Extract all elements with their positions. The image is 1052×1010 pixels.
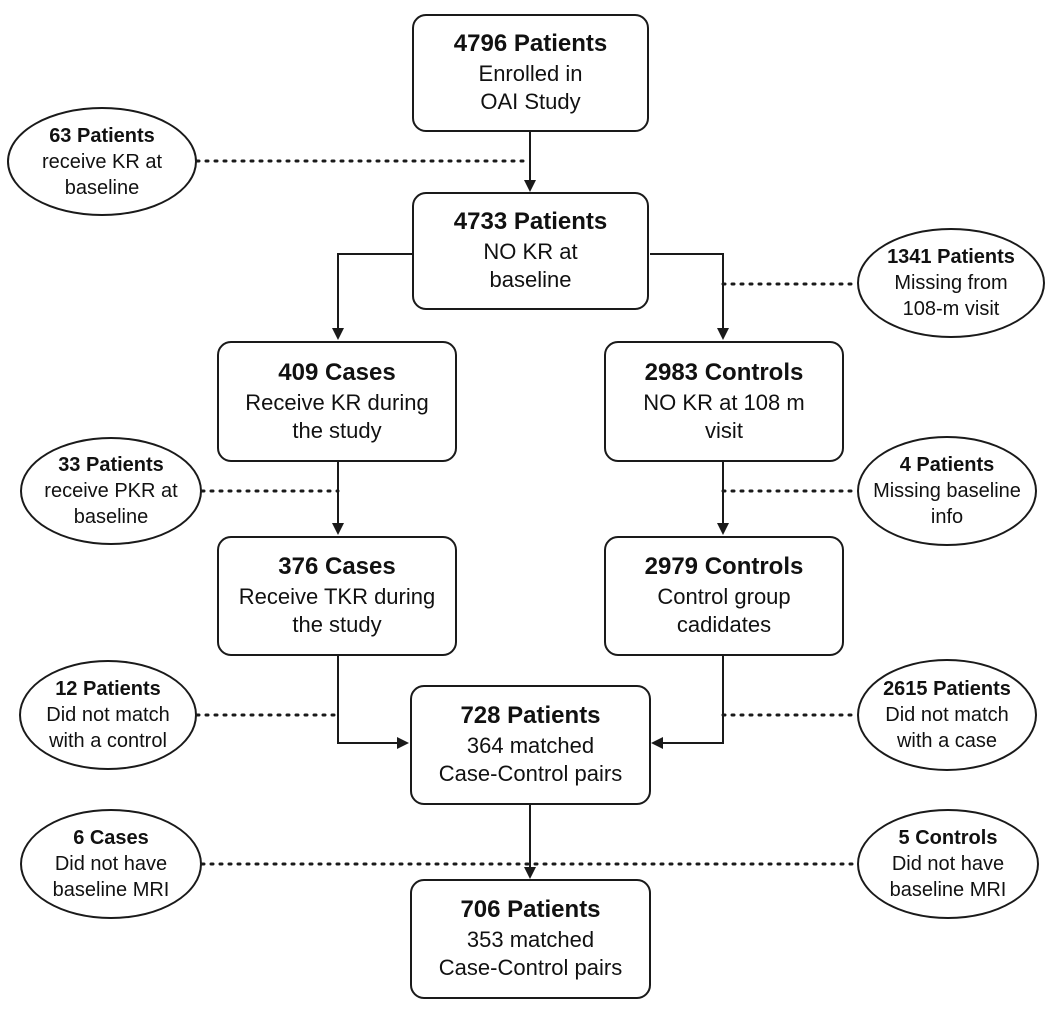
oval-63-line-1: receive KR at [41, 150, 163, 173]
oval-33-line-1: receive PKR at [44, 480, 178, 502]
oval-kr-baseline-63: 63 Patients receive KR at baseline [7, 107, 197, 216]
oval-6-line-1: Did not have [54, 853, 168, 875]
oval-12-line-1: Did not match [46, 704, 170, 726]
oval-pkr-baseline-33: 33 Patients receive PKR at baseline [20, 437, 202, 545]
oval-63-line-2: baseline [64, 176, 140, 199]
oval-1341-line-2: 108-m visit [902, 298, 1000, 320]
box-enrolled-title: 4796 Patients [453, 30, 608, 58]
box-enrolled-line-1: Enrolled in [478, 61, 583, 87]
box-no-kr-baseline: 4733 Patients NO KR at baseline [412, 192, 649, 310]
box-matched-706-title: 706 Patients [460, 896, 601, 924]
box-controls-2983: 2983 Controls NO KR at 108 m visit [604, 341, 844, 462]
box-enrolled: 4796 Patients Enrolled in OAI Study [412, 14, 649, 132]
oval-12-line-2: with a control [49, 730, 167, 752]
oval-2615-title: 2615 Patients [883, 678, 1011, 700]
oval-missing-info-4: 4 Patients Missing baseline info [857, 436, 1037, 546]
box-matched-728-title: 728 Patients [460, 702, 601, 730]
oval-12-title: 12 Patients [55, 678, 161, 700]
oval-5-title: 5 Controls [898, 827, 998, 849]
arrow-no-kr-to-controls-2983 [650, 253, 729, 340]
oval-2615-line-1: Did not match [885, 704, 1009, 726]
box-controls-2979-line-2: cadidates [676, 612, 772, 638]
box-controls-2983-line-2: visit [705, 417, 743, 443]
oval-33-line-2: baseline [73, 506, 149, 528]
arrow-no-kr-to-cases-409 [332, 253, 412, 340]
oval-1341-title: 1341 Patients [887, 246, 1015, 268]
oval-1341-line-1: Missing from [894, 272, 1008, 294]
oval-63-title: 63 Patients [49, 124, 155, 147]
box-enrolled-line-2: OAI Study [480, 89, 581, 115]
box-controls-2979-title: 2979 Controls [644, 553, 804, 581]
oval-33-title: 33 Patients [58, 454, 164, 476]
box-controls-2983-title: 2983 Controls [644, 358, 804, 386]
box-cases-376-line-2: the study [292, 612, 382, 638]
oval-no-match-12: 12 Patients Did not match with a control [19, 660, 197, 770]
box-matched-728: 728 Patients 364 matched Case-Control pa… [410, 685, 651, 805]
oval-4-title: 4 Patients [899, 454, 995, 476]
box-cases-409: 409 Cases Receive KR during the study [217, 341, 457, 462]
arrow-cases-376-to-matched-728 [337, 656, 409, 749]
oval-4-line-1: Missing baseline [873, 480, 1021, 502]
oval-no-mri-cases-6: 6 Cases Did not have baseline MRI [20, 809, 202, 919]
box-matched-728-line-1: 364 matched [466, 733, 595, 759]
oval-6-title: 6 Cases [73, 827, 149, 849]
box-no-kr-title: 4733 Patients [453, 208, 608, 236]
box-matched-706-line-2: Case-Control pairs [438, 955, 623, 981]
box-no-kr-line-2: baseline [489, 267, 572, 293]
box-cases-409-line-1: Receive KR during [245, 389, 429, 415]
oval-5-line-2: baseline MRI [889, 879, 1007, 901]
arrow-controls-2979-to-matched-728 [651, 656, 724, 749]
box-matched-706: 706 Patients 353 matched Case-Control pa… [410, 879, 651, 999]
box-matched-706-line-1: 353 matched [466, 927, 595, 953]
box-no-kr-line-1: NO KR at [483, 239, 578, 265]
oval-5-line-1: Did not have [891, 853, 1005, 875]
oval-missing-108m-1341: 1341 Patients Missing from 108-m visit [857, 228, 1045, 338]
oval-4-line-2: info [930, 506, 964, 528]
box-cases-376-line-1: Receive TKR during [238, 584, 436, 610]
oval-no-mri-controls-5: 5 Controls Did not have baseline MRI [857, 809, 1039, 919]
box-controls-2979-line-1: Control group [657, 584, 791, 610]
box-controls-2983-line-1: NO KR at 108 m [643, 389, 805, 415]
box-matched-728-line-2: Case-Control pairs [438, 761, 623, 787]
box-cases-409-title: 409 Cases [278, 358, 396, 386]
box-cases-409-line-2: the study [292, 417, 382, 443]
oval-6-line-2: baseline MRI [52, 879, 170, 901]
oval-no-match-2615: 2615 Patients Did not match with a case [857, 659, 1037, 771]
box-cases-376-title: 376 Cases [278, 553, 396, 581]
box-controls-2979: 2979 Controls Control group cadidates [604, 536, 844, 656]
box-cases-376: 376 Cases Receive TKR during the study [217, 536, 457, 656]
oval-2615-line-2: with a case [896, 730, 998, 752]
